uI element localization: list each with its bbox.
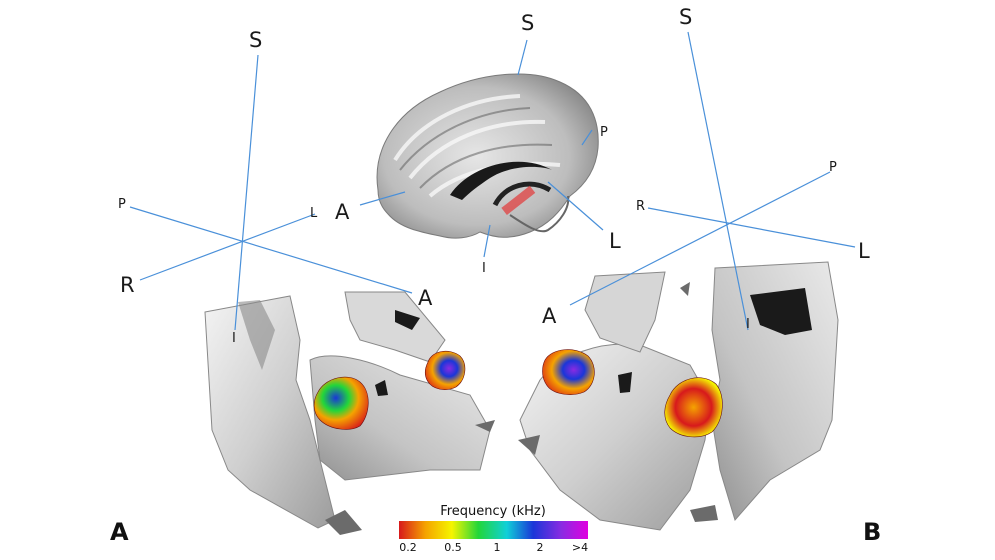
legend-title: Frequency (kHz) xyxy=(440,504,546,519)
sagittal-brain-view xyxy=(376,73,599,239)
top-axis-left-label: L xyxy=(609,229,621,253)
panel-label-a: A xyxy=(110,518,129,546)
panel-label-b: B xyxy=(863,518,882,546)
highlight-region xyxy=(501,185,536,216)
top-orientation-axes xyxy=(359,39,604,258)
a-axis-left-label: L xyxy=(310,206,318,221)
panel-b-mesh xyxy=(518,261,839,531)
panel-b-blob-right xyxy=(664,377,723,438)
a-axis-anterior-label: A xyxy=(418,286,433,310)
panel-b-orientation-axes xyxy=(569,31,856,331)
b-axis-left-label: L xyxy=(858,239,870,263)
b-axis-superior-label: S xyxy=(679,5,693,29)
b-axis-inferior-label: I xyxy=(746,317,750,332)
top-axis-superior-label: S xyxy=(521,11,535,35)
panel-b-blob-left xyxy=(542,349,595,395)
legend-tick-1: 0.5 xyxy=(444,541,462,554)
legend-tick-3: 2 xyxy=(536,541,544,554)
a-axis-posterior-label: P xyxy=(118,197,126,212)
a-axis-right-label: R xyxy=(120,273,135,297)
b-axis-anterior-label: A xyxy=(542,304,557,328)
b-axis-right-label: R xyxy=(636,199,646,214)
panel-a-orientation-axes xyxy=(129,54,413,331)
legend-tick-2: 1 xyxy=(493,541,501,554)
frequency-colorbar xyxy=(399,521,588,539)
b-axis-posterior-label: P xyxy=(829,160,837,175)
panel-a-blob-upper xyxy=(424,350,466,390)
a-axis-superior-label: S xyxy=(249,28,263,52)
a-axis-inferior-label: I xyxy=(232,331,236,346)
legend-tick-0: 0.2 xyxy=(399,541,417,554)
top-axis-inferior-label: I xyxy=(482,261,486,276)
top-axis-posterior-label: P xyxy=(600,125,608,140)
top-axis-anterior-label: A xyxy=(335,200,350,224)
panel-a-blob-lower xyxy=(313,376,369,430)
legend-tick-4: >4 xyxy=(571,541,589,554)
